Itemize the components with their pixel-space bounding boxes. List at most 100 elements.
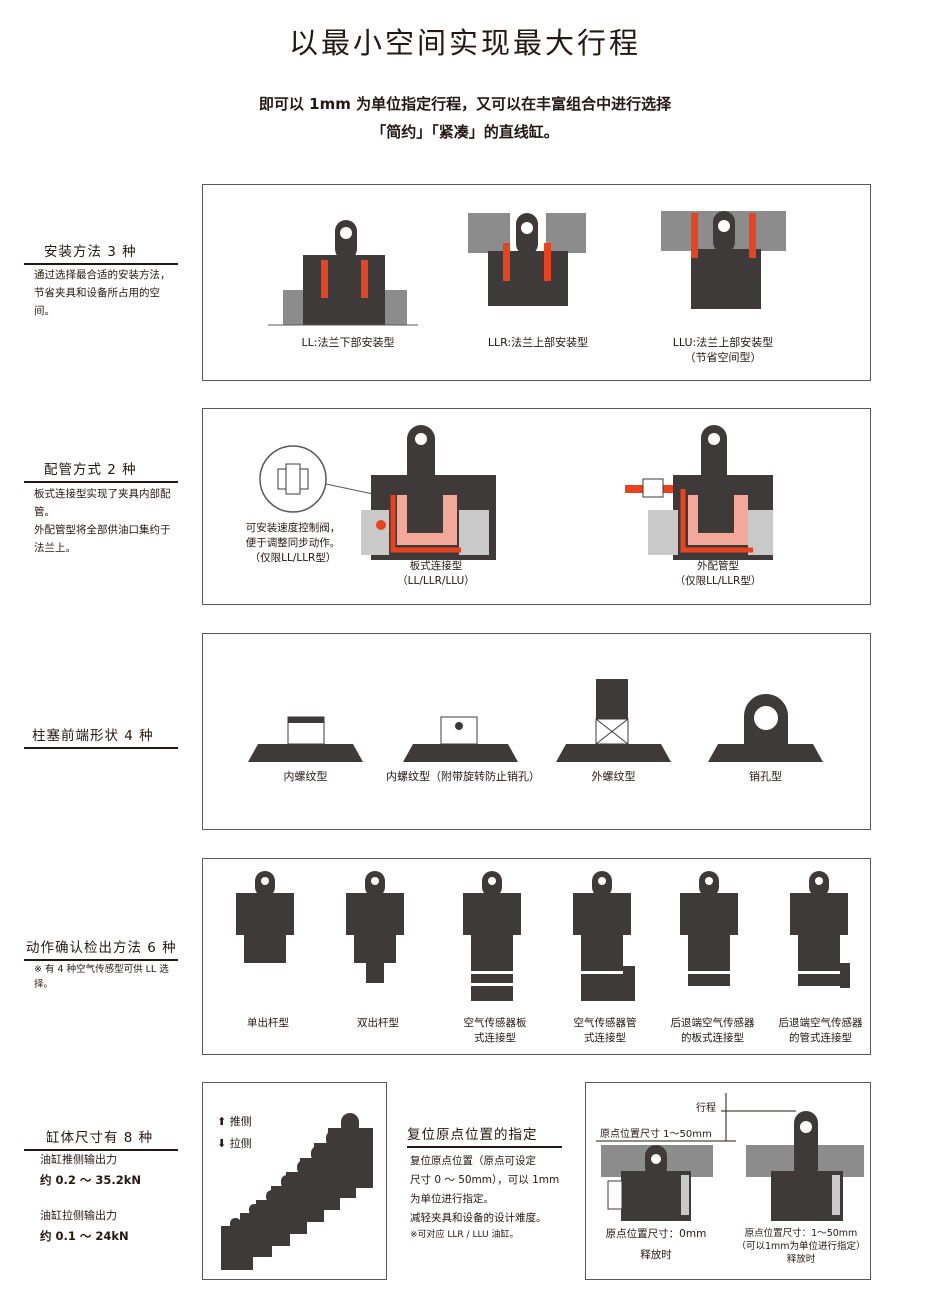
detect-label-6a: 后退端空气传感器 xyxy=(778,1017,863,1029)
origin-dim-label: 原点位置尺寸 1～50mm xyxy=(600,1129,712,1140)
detect-label-3a: 空气传感器板 xyxy=(463,1017,527,1029)
detect-label-5b: 的板式连接型 xyxy=(681,1032,744,1044)
plate-label-sub: （LL/LLR/LLU） xyxy=(397,575,475,587)
llr-label: LLR:法兰上部安装型 xyxy=(487,336,589,349)
page-title: 以最小空间实现最大行程 xyxy=(288,26,641,60)
piping-panel: 可安装速度控制阀， 便于调整同步动作。 （仅限LL/LLR型） 板式连接型 （L… xyxy=(202,408,871,605)
piping-desc-2: 外配管型将全部供油口集约于法兰上。 xyxy=(34,524,171,554)
section-detection-note: ※ 有 4 种空气传感型可供 LL 选择。 xyxy=(34,964,169,990)
rodtip-label-3: 外螺纹型 xyxy=(591,770,636,783)
push-force-label: 油缸推侧输出力 xyxy=(40,1153,117,1166)
plate-label-main: 板式连接型 xyxy=(409,560,463,572)
right-caption-main: 原点位置尺寸：1～50mm xyxy=(744,1228,858,1239)
speed-valve-note: 可安装速度控制阀， 便于调整同步动作。 （仅限LL/LLR型） xyxy=(228,521,358,566)
detect-label-5: 后退端空气传感器的板式连接型 xyxy=(655,1016,770,1046)
left-caption-state: 释放时 xyxy=(640,1249,672,1261)
section-piping-desc: 板式连接型实现了夹具内部配管。 外配管型将全部供油口集约于法兰上。 xyxy=(34,485,176,557)
right-caption-state: 释放时 xyxy=(786,1254,816,1265)
subtitle-line-2: 「简约」「紧凑」的直线缸。 xyxy=(371,123,559,141)
llu-diagram xyxy=(661,211,786,309)
section-piping-heading: 配管方式 2 种 xyxy=(24,458,178,483)
direction-legend: ⬆ 推侧 ⬇ 拉侧 xyxy=(217,1111,252,1155)
ll-diagram xyxy=(268,220,418,326)
pull-force-value: 约 0.1 ～ 24kN xyxy=(40,1229,129,1243)
callout-line-3: （仅限LL/LLR型） xyxy=(249,552,337,564)
stroke-label: 行程 xyxy=(696,1103,716,1114)
right-cylinder-icon xyxy=(746,1111,864,1221)
callout-line-2: 便于调整同步动作。 xyxy=(245,537,341,549)
origin-body-3: 为单位进行指定。 xyxy=(410,1193,494,1205)
llr-diagram xyxy=(468,213,586,306)
section-origin-heading: 复位原点位置的指定 xyxy=(407,1123,562,1148)
right-caption-sub: （可以1mm为单位进行指定） xyxy=(736,1241,866,1252)
detection-panel: 单出杆型 双出杆型 空气传感器板式连接型 空气传感器管式连接型 后退端空气传感器… xyxy=(202,858,871,1055)
size-panel: ⬆ 推侧 ⬇ 拉侧 xyxy=(202,1082,387,1280)
left-cylinder-icon xyxy=(601,1145,713,1221)
detect-label-6b: 的管式连接型 xyxy=(789,1032,852,1044)
origin-note: ※可对应 LLR / LLU 油缸。 xyxy=(410,1230,519,1240)
callout-line-1: 可安装速度控制阀， xyxy=(245,522,341,534)
detect-label-1a: 单出杆型 xyxy=(247,1017,289,1029)
speed-valve-callout-icon xyxy=(259,445,374,513)
section-mounting-heading: 安装方法 3 种 xyxy=(24,240,178,265)
cylinder-size-stack-icon xyxy=(221,1113,373,1270)
llu-label-sub: （节省空间型） xyxy=(684,351,762,364)
origin-panel: 行程 原点位置尺寸 1～50mm 原点位置尺寸：0mm 释放时 原点位置尺寸：1… xyxy=(585,1082,871,1280)
rear-sensor-pipe-icon xyxy=(790,871,850,988)
plate-type-label: 板式连接型 （LL/LLR/LLU） xyxy=(371,559,501,589)
section-detection-heading: 动作确认检出方法 6 种 xyxy=(24,936,178,961)
detect-label-6: 后退端空气传感器的管式连接型 xyxy=(763,1016,878,1046)
left-caption-main: 原点位置尺寸：0mm xyxy=(605,1228,707,1240)
single-rod-icon xyxy=(236,871,294,963)
detection-diagrams xyxy=(236,871,850,1001)
detect-label-2: 双出杆型 xyxy=(323,1016,433,1031)
arrow-up-icon: ⬆ xyxy=(217,1115,227,1128)
pull-legend-label: 拉侧 xyxy=(229,1137,252,1150)
origin-body: 复位原点位置（原点可设定 尺寸 0 ～ 50mm），可以 1mm 为单位进行指定… xyxy=(410,1152,570,1243)
air-sensor-pipe-icon xyxy=(573,871,635,1001)
detect-label-4b: 式连接型 xyxy=(584,1032,626,1044)
rear-sensor-plate-icon xyxy=(680,871,738,986)
section-mounting-desc: 通过选择最合适的安装方法，节省夹具和设备所占用的空间。 xyxy=(34,269,171,317)
detect-label-4a: 空气传感器管 xyxy=(573,1017,637,1029)
plate-connection-diagram xyxy=(361,425,496,560)
push-legend-label: 推侧 xyxy=(229,1115,252,1128)
origin-body-4: 减轻夹具和设备的设计难度。 xyxy=(410,1212,547,1224)
force-info: 油缸推侧输出力 约 0.2 ～ 35.2kN 油缸拉侧输出力 约 0.1 ～ 2… xyxy=(40,1150,180,1246)
double-rod-icon xyxy=(346,871,404,983)
rodtip-panel: 内螺纹型 内螺纹型（附带旋转防止销孔） 外螺纹型 销孔型 xyxy=(202,633,871,830)
origin-body-1: 复位原点位置（原点可设定 xyxy=(410,1155,536,1167)
section-rodtip-heading: 柱塞前端形状 4 种 xyxy=(24,724,178,749)
subtitle-line-1: 即可以 1mm 为单位指定行程，又可以在丰富组合中进行选择 xyxy=(258,95,672,113)
external-piping-diagram xyxy=(625,425,773,560)
rodtip-label-1: 内螺纹型 xyxy=(283,770,328,783)
pull-force-label: 油缸拉侧输出力 xyxy=(40,1209,117,1222)
push-legend: ⬆ 推侧 xyxy=(217,1111,252,1133)
page-subtitle: 即可以 1mm 为单位指定行程，又可以在丰富组合中进行选择 「简约」「紧凑」的直… xyxy=(0,90,930,146)
external-type-label: 外配管型 （仅限LL/LLR型） xyxy=(653,559,783,589)
detect-label-5a: 后退端空气传感器 xyxy=(670,1017,755,1029)
section-size-heading: 缸体尺寸有 8 种 xyxy=(24,1126,178,1151)
detect-label-4: 空气传感器管式连接型 xyxy=(550,1016,660,1046)
piping-desc-1: 板式连接型实现了夹具内部配管。 xyxy=(34,488,171,518)
external-label-main: 外配管型 xyxy=(697,560,739,572)
llu-label-main: LLU:法兰上部安装型 xyxy=(672,336,774,349)
ll-label: LL:法兰下部安装型 xyxy=(301,336,395,349)
llu-label: LLU:法兰上部安装型 （节省空间型） xyxy=(658,335,788,365)
origin-diagram xyxy=(596,1093,864,1221)
arrow-down-icon: ⬇ xyxy=(217,1137,227,1150)
rodtip-label-2: 内螺纹型（附带旋转防止销孔） xyxy=(386,770,540,783)
detect-label-3: 空气传感器板式连接型 xyxy=(440,1016,550,1046)
female-thread-pin-icon xyxy=(403,716,518,762)
pull-legend: ⬇ 拉侧 xyxy=(217,1133,252,1155)
right-caption: 原点位置尺寸：1～50mm （可以1mm为单位进行指定） 释放时 xyxy=(731,1227,871,1266)
push-force-value: 约 0.2 ～ 35.2kN xyxy=(40,1173,142,1187)
left-caption: 原点位置尺寸：0mm 释放时 xyxy=(591,1227,721,1263)
detect-label-1: 单出杆型 xyxy=(213,1016,323,1031)
origin-body-2: 尺寸 0 ～ 50mm），可以 1mm xyxy=(410,1174,560,1186)
air-sensor-plate-icon xyxy=(463,871,521,1001)
detect-label-3b: 式连接型 xyxy=(474,1032,516,1044)
male-thread-icon xyxy=(556,679,671,762)
pin-hole-icon xyxy=(708,694,823,762)
mounting-panel: LL:法兰下部安装型 LLR:法兰上部安装型 LLU:法兰上部安装型 （节省空间… xyxy=(202,184,871,381)
